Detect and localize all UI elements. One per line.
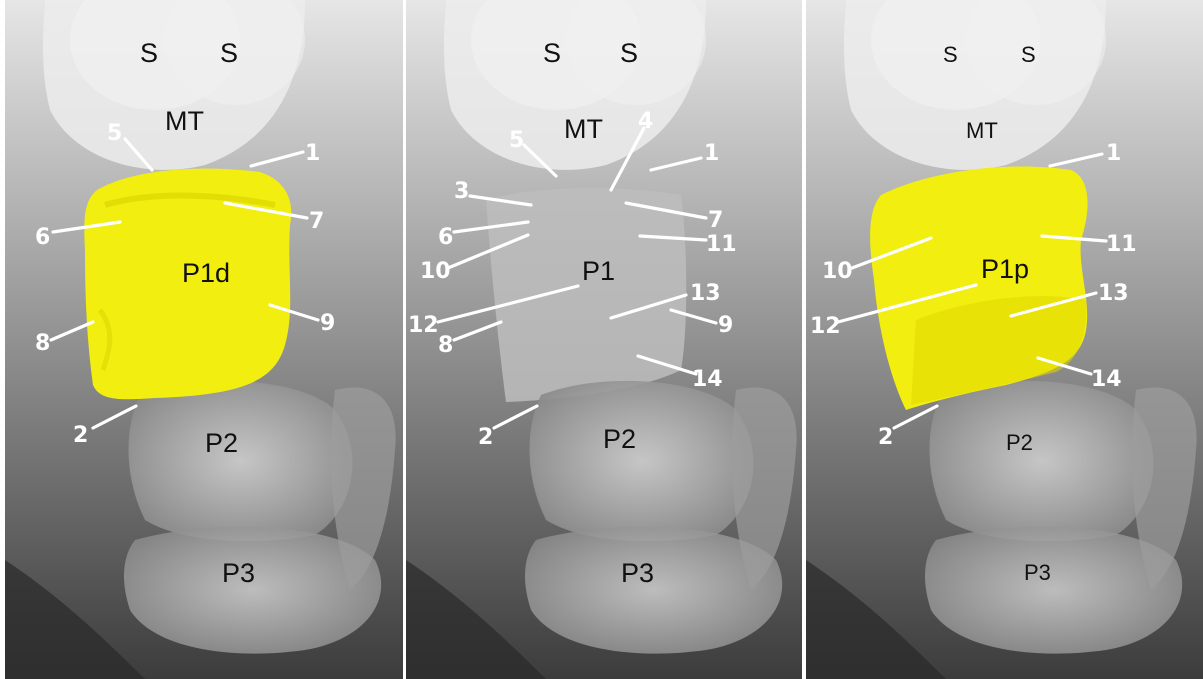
- marker-2: 2: [878, 425, 893, 450]
- xray-image-left: S S MT P1d P2 P3 1 2 5 6 7 8 9: [5, 0, 403, 679]
- marker-1: 1: [305, 141, 320, 166]
- label-p3: P3: [621, 558, 654, 588]
- label-p1d: P1d: [182, 258, 230, 288]
- label-sesamoid-2: S: [220, 38, 238, 68]
- marker-1: 1: [1106, 141, 1121, 166]
- marker-12: 12: [810, 314, 841, 339]
- label-sesamoid-2: S: [1021, 42, 1036, 67]
- marker-9: 9: [320, 311, 335, 336]
- label-p2: P2: [603, 424, 636, 454]
- panel-middle-p1: S S MT P1 P2 P3 1 2 3 4 5 6 7 8 9 10 11 …: [406, 0, 802, 679]
- marker-2: 2: [478, 425, 493, 450]
- marker-9: 9: [718, 313, 733, 338]
- marker-10: 10: [822, 259, 853, 284]
- marker-2: 2: [73, 423, 88, 448]
- marker-13: 13: [1098, 281, 1129, 306]
- marker-13: 13: [690, 281, 721, 306]
- marker-3: 3: [454, 179, 469, 204]
- panel-left-p1d: S S MT P1d P2 P3 1 2 5 6 7 8 9: [5, 0, 403, 679]
- label-sesamoid-1: S: [140, 38, 158, 68]
- label-metatarsus: MT: [966, 118, 998, 143]
- marker-8: 8: [438, 333, 453, 358]
- marker-14: 14: [1091, 367, 1122, 392]
- marker-6: 6: [438, 225, 453, 250]
- xray-image-middle: S S MT P1 P2 P3 1 2 3 4 5 6 7 8 9 10 11 …: [406, 0, 802, 679]
- label-sesamoid-2: S: [620, 38, 638, 68]
- label-sesamoid-1: S: [943, 42, 958, 67]
- label-metatarsus: MT: [564, 114, 603, 144]
- label-p1: P1: [582, 256, 615, 286]
- marker-6: 6: [35, 225, 50, 250]
- label-sesamoid-1: S: [543, 38, 561, 68]
- marker-10: 10: [420, 259, 451, 284]
- label-p1p: P1p: [981, 254, 1029, 284]
- label-p2: P2: [1006, 430, 1033, 455]
- marker-14: 14: [692, 367, 723, 392]
- marker-7: 7: [708, 208, 723, 233]
- label-p2: P2: [205, 428, 238, 458]
- marker-1: 1: [704, 141, 719, 166]
- marker-4: 4: [638, 109, 653, 134]
- panel-right-p1p: S S MT P1p P2 P3 1 2 10 11 12 13 14: [806, 0, 1203, 679]
- marker-12: 12: [408, 313, 439, 338]
- label-metatarsus: MT: [165, 106, 204, 136]
- xray-image-right: S S MT P1p P2 P3 1 2 10 11 12 13 14: [806, 0, 1203, 679]
- marker-7: 7: [309, 209, 324, 234]
- p1-bone: [486, 188, 686, 402]
- marker-8: 8: [35, 331, 50, 356]
- marker-5: 5: [509, 128, 524, 153]
- marker-5: 5: [107, 121, 122, 146]
- label-p3: P3: [222, 558, 255, 588]
- label-p3: P3: [1024, 560, 1051, 585]
- marker-11: 11: [1106, 232, 1137, 257]
- marker-11: 11: [706, 232, 737, 257]
